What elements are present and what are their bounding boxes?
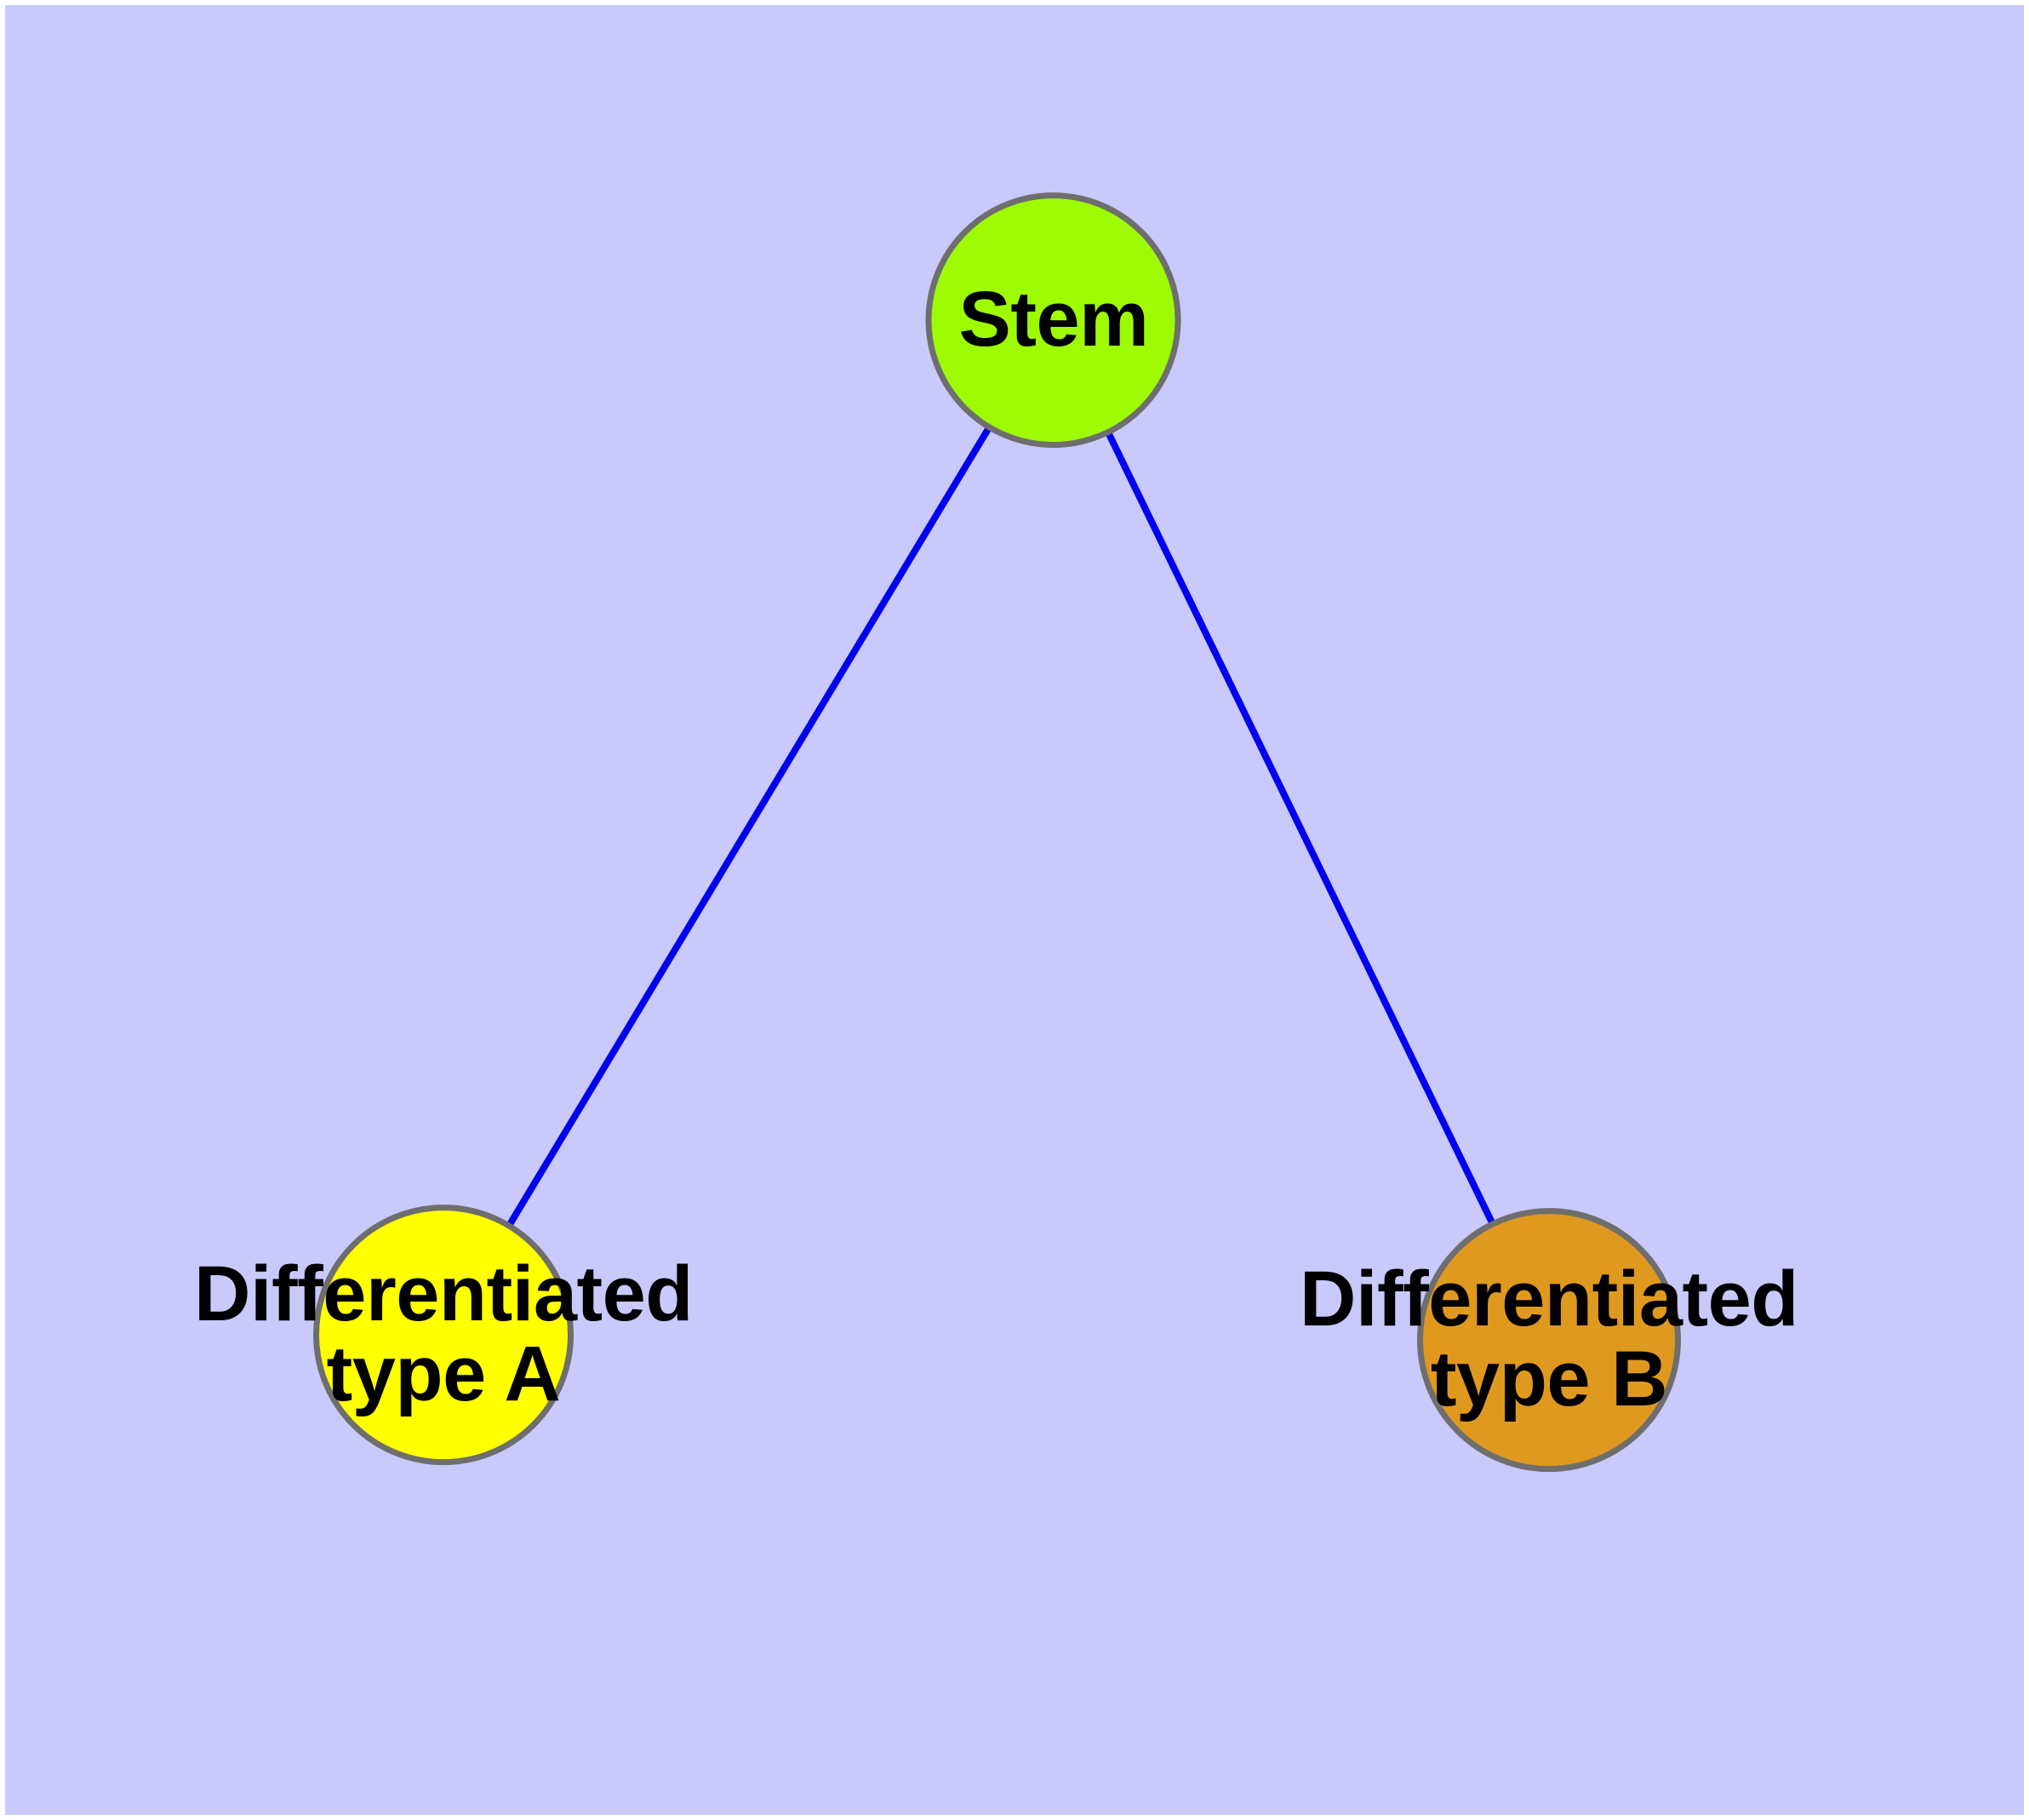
node-label-stem: Stem <box>958 276 1149 363</box>
node-circle-stem <box>926 192 1181 448</box>
node-label-diff_b: Differentiated type B <box>1300 1256 1798 1422</box>
node-label-diff_a: Differentiated type A <box>194 1251 693 1417</box>
node-circle-diff_a <box>313 1205 574 1465</box>
graph-edge[interactable] <box>440 318 1057 1337</box>
node-circle-diff_b <box>1417 1208 1681 1472</box>
graph-edge[interactable] <box>1050 318 1552 1342</box>
graph-node-diff_b[interactable]: Differentiated type B <box>1300 1208 1798 1472</box>
graph-node-diff_a[interactable]: Differentiated type A <box>194 1205 693 1465</box>
graph-node-stem[interactable]: Stem <box>926 192 1181 448</box>
